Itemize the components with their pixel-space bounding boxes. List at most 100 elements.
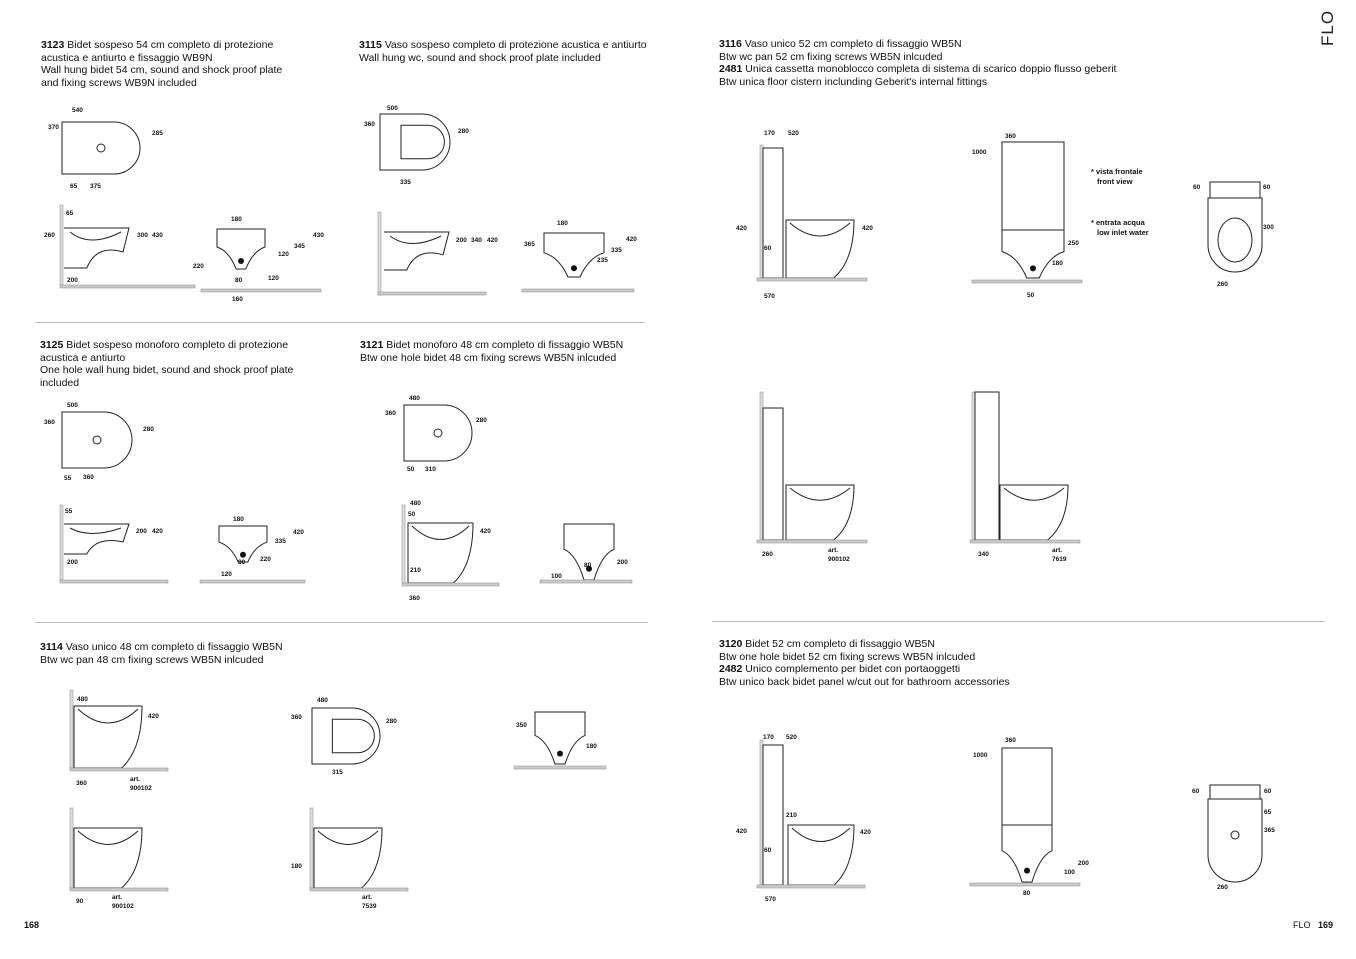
page-number-left: 168	[24, 920, 40, 930]
bowl-outline	[331, 718, 375, 754]
dimension-label: 370	[48, 124, 59, 131]
dimension-label: 60	[1264, 788, 1272, 795]
dimension-label: 160	[232, 296, 243, 303]
cistern-outline	[1001, 141, 1065, 231]
dimension-label: 500	[67, 402, 78, 409]
page-number-right: 169	[1318, 920, 1334, 930]
note-line: front view	[1097, 177, 1133, 186]
top-view-outline	[403, 404, 473, 462]
dimension-label: 480	[77, 696, 88, 703]
desc-line: Btw one hole bidet 52 cm fixing screws W…	[719, 650, 976, 663]
product-code: 2482	[719, 663, 743, 675]
front-view-outline	[1001, 229, 1065, 279]
dimension-label: 345	[294, 243, 305, 250]
dimension-label: 120	[221, 571, 232, 578]
drain-hole	[1024, 867, 1030, 874]
floor-line	[521, 288, 635, 293]
desc-line: Bidet monoforo 48 cm completo di fissagg…	[386, 339, 624, 351]
bowl-line	[317, 830, 379, 845]
floor-standing-outline	[785, 484, 855, 541]
product-code: 3125	[40, 339, 64, 351]
dimension-label: 360	[364, 121, 375, 128]
dimension-label: 365	[1264, 827, 1275, 834]
dimension-label: 180	[231, 216, 242, 223]
drain-hole	[96, 143, 106, 153]
dimension-label: 50	[408, 511, 416, 518]
floor-line	[69, 767, 169, 772]
desc-line: Vaso unico 52 cm completo di fissaggio W…	[744, 38, 962, 50]
dimension-label: 60	[1193, 184, 1201, 191]
dimension-label: 60	[1263, 184, 1271, 191]
note-line: * vista frontale	[1091, 167, 1143, 176]
bowl-line	[389, 235, 442, 244]
wall-line	[59, 204, 64, 286]
dimension-label: 180	[233, 516, 244, 523]
dimension-label: 375	[90, 183, 101, 190]
floor-line	[69, 887, 169, 892]
floor-line	[756, 884, 866, 889]
front-view-outline	[543, 232, 605, 278]
drain-hole	[240, 551, 246, 558]
dimension-label: 360	[44, 419, 55, 426]
side-view-outline	[64, 523, 130, 555]
cistern-outline	[762, 744, 784, 886]
floor-line	[59, 579, 169, 584]
dimension-label: 420	[862, 225, 873, 232]
wall-line	[59, 504, 64, 581]
dimension-label: 120	[268, 275, 279, 282]
floor-standing-outline	[787, 824, 855, 886]
floor-line	[309, 887, 409, 892]
product-code: 3114	[40, 641, 63, 653]
bowl-line	[1003, 487, 1065, 501]
desc-line: Vaso sospeso completo di protezione acus…	[384, 39, 647, 51]
dimension-label: 1000	[972, 149, 987, 156]
desc-line: Unica cassetta monoblocco completa di si…	[745, 63, 1117, 75]
dimension-label: 65	[66, 210, 74, 217]
seat-outline	[1217, 217, 1253, 263]
dimension-label: 60	[1192, 788, 1200, 795]
dimension-label: 7539	[362, 903, 377, 910]
cistern-outline	[1209, 784, 1261, 800]
dimension-label: 200	[67, 559, 78, 566]
divider	[35, 622, 648, 623]
floor-line	[971, 279, 1083, 284]
note-line: low inlet water	[1097, 228, 1149, 237]
desc-line: and fixing screws WB9N included	[41, 76, 197, 89]
front-view-outline	[216, 228, 266, 270]
top-view-outline	[61, 411, 133, 469]
dimension-label: 360	[291, 714, 302, 721]
dimension-label: 430	[152, 232, 163, 239]
bowl-line	[791, 827, 851, 842]
desc-line: included	[40, 376, 80, 389]
dimension-label: 80	[584, 562, 592, 569]
side-view-outline	[384, 231, 450, 271]
drain-hole	[1230, 830, 1240, 840]
floor-standing-outline	[785, 219, 855, 279]
cistern-outline	[762, 407, 784, 541]
drain-hole	[433, 428, 443, 438]
desc-line: Unico complemento per bidet con portaogg…	[745, 663, 961, 675]
dimension-label: 280	[386, 718, 397, 725]
top-view-outline	[61, 121, 141, 175]
divider	[35, 322, 645, 323]
dimension-label: 350	[516, 722, 527, 729]
dimension-label: art.	[130, 776, 141, 783]
dimension-label: 210	[410, 567, 421, 574]
dimension-label: 900102	[112, 903, 134, 910]
floor-standing-outline	[313, 827, 383, 889]
floor-line	[59, 284, 196, 289]
dimension-label: art.	[112, 894, 123, 901]
dimension-label: 50	[407, 466, 415, 473]
desc-line: Wall hung bidet 54 cm, sound and shock p…	[41, 64, 283, 76]
front-view-outline	[1001, 824, 1053, 883]
desc-line: Bidet 52 cm completo di fissaggio WB5N	[745, 638, 935, 650]
product-3120-heading: 3120 Bidet 52 cm completo di fissaggio W…	[719, 638, 1010, 688]
desc-line: Btw wc pan 48 cm fixing screws WB5N inlc…	[40, 653, 264, 666]
dimension-label: 180	[291, 863, 302, 870]
bowl-line	[77, 830, 139, 845]
dimension-label: 360	[83, 474, 94, 481]
top-view-outline	[311, 707, 381, 765]
